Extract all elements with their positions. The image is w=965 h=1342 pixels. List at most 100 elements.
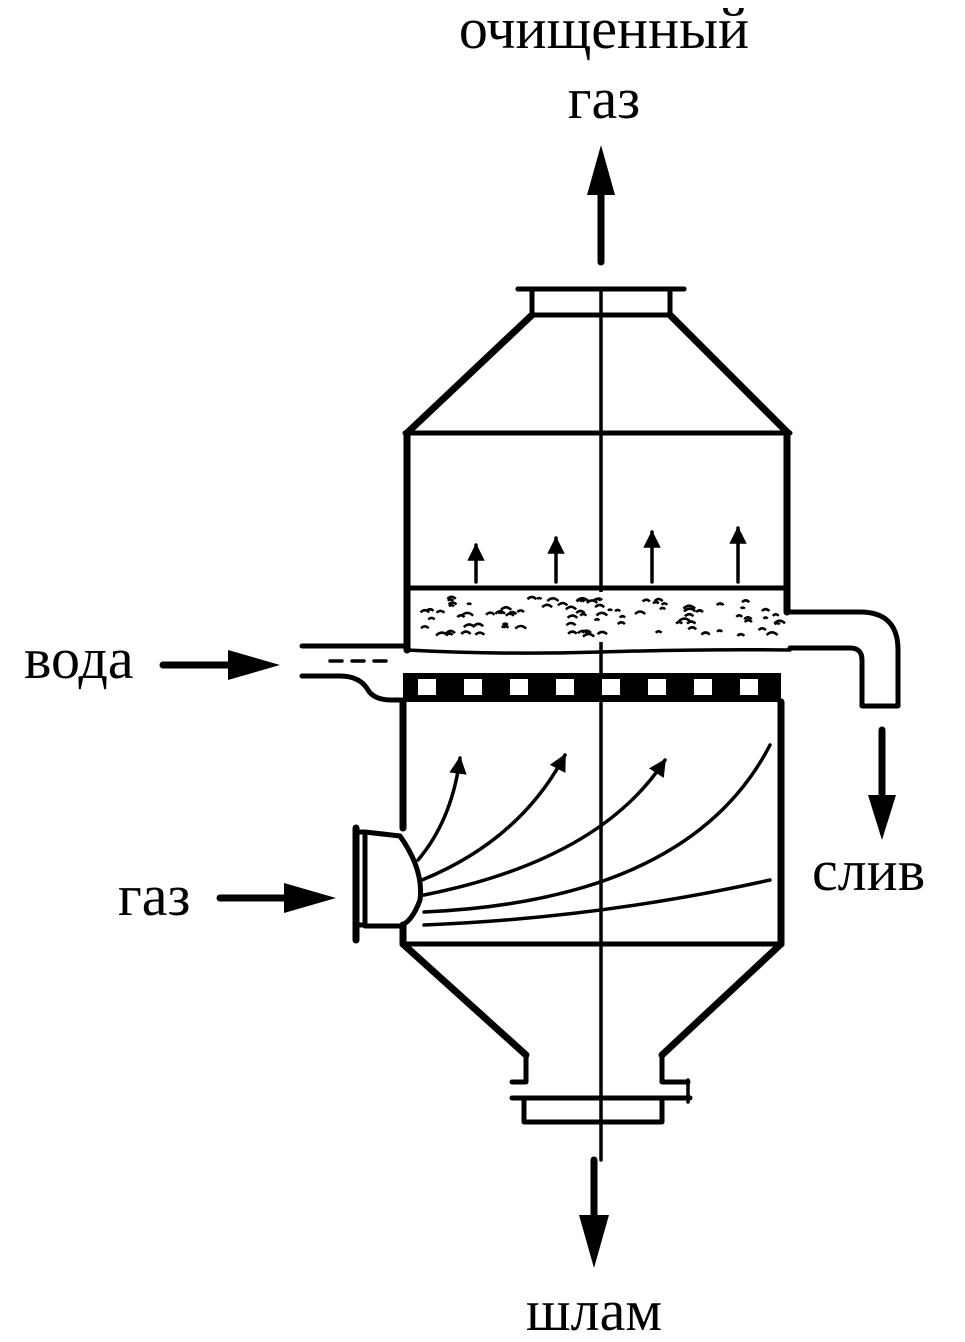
foam-bubble (514, 624, 528, 630)
foam-bubble (618, 614, 627, 619)
foam-bubble (771, 613, 780, 617)
foam-bubble (641, 598, 651, 603)
foam-bubble (743, 616, 753, 621)
foam-bubble (575, 609, 586, 615)
clean-gas-outlet-arrow (587, 145, 615, 266)
foam-bubble (695, 609, 704, 614)
foam-bubble (557, 601, 569, 607)
foam-bubble (445, 632, 454, 636)
top-cone (402, 311, 793, 437)
sieve-hole (418, 679, 436, 695)
foam-bubble (595, 611, 609, 617)
water-label: вода (24, 626, 134, 691)
foam-bubble (497, 611, 504, 615)
foam-bubble (445, 629, 456, 635)
sludge-outlet-arrow (579, 1156, 609, 1268)
foam-bubble (567, 630, 578, 635)
foam-bubble (593, 617, 601, 622)
gas-flow-curves (416, 743, 772, 927)
foam-bubble (715, 602, 725, 607)
foam-bubble (462, 623, 476, 629)
foam-bubble (684, 612, 695, 618)
foam-bubble (660, 602, 669, 606)
sludge-label: шлам (526, 1278, 662, 1342)
sieve-hole (602, 679, 620, 695)
foam-bubble (446, 595, 457, 600)
foam-bubble (466, 602, 473, 606)
foam-bubble (579, 599, 586, 603)
foam-bubble (420, 625, 430, 630)
sieve-plate (403, 673, 781, 702)
gas-inlet-label: газ (118, 863, 190, 928)
foam-bubble (500, 606, 513, 611)
foam-bubble (516, 609, 525, 614)
sieve-hole (556, 679, 574, 695)
foam-bubble (658, 606, 667, 611)
foam-bubble (760, 607, 771, 612)
gas-inlet-arrow (216, 883, 336, 913)
foam-bubble (585, 599, 599, 604)
vessel-shell (399, 429, 791, 948)
foam-bubble (654, 630, 663, 634)
foam-bubble (736, 632, 746, 637)
drain-pipe (784, 609, 901, 709)
bottom-cone (399, 940, 785, 1059)
foam-bubble (675, 620, 684, 625)
foam-layer (404, 585, 790, 642)
foam-bubble (592, 597, 602, 602)
foam-bubble (634, 610, 647, 616)
foam-bubble (576, 629, 589, 635)
foam-bubble (653, 597, 664, 602)
bottom-outlet-flange (509, 1052, 693, 1125)
foam-bubble (419, 608, 431, 614)
foam-bubble (739, 606, 746, 610)
sieve-hole (464, 679, 482, 695)
foam-bubble (456, 614, 466, 619)
foam-bubble (765, 631, 779, 637)
foam-bubble (757, 627, 767, 632)
foam-bubble (596, 630, 608, 636)
foam-bubble (616, 621, 626, 626)
foam-bubble (683, 607, 697, 613)
gas-inlet-nozzle (352, 824, 424, 944)
water-inlet-pipe (299, 643, 410, 703)
drain-arrow (868, 726, 896, 840)
foam-bubble (773, 621, 781, 626)
foam-bubble (594, 603, 606, 609)
foam-bubble (735, 614, 744, 618)
foam-bubble (716, 629, 724, 633)
foam-bubble (579, 612, 588, 617)
foam-bubble (686, 620, 697, 625)
foam-bubble (743, 618, 753, 623)
foam-bubble (700, 631, 711, 636)
foam-bubble (507, 610, 518, 616)
foam-bubble (427, 616, 436, 621)
foam-bubble (581, 629, 592, 634)
drain-label: слив (812, 838, 925, 903)
foam-bubble (682, 604, 696, 610)
sieve-hole (648, 679, 666, 695)
foam-bubble (614, 608, 622, 613)
foam-bubble (652, 600, 660, 605)
foam-bubble (501, 622, 509, 626)
foam-bubble (677, 617, 692, 623)
sieve-hole (740, 679, 758, 695)
sieve-hole (510, 679, 528, 695)
sieve-hole (694, 679, 712, 695)
foam-bubble (566, 614, 579, 619)
foam-bubble (565, 605, 578, 611)
foam-bubble (541, 603, 553, 609)
foam-bubble (446, 598, 455, 602)
foam-bubble (460, 630, 472, 635)
foam-bubble (536, 596, 543, 601)
foam-bubble (526, 595, 538, 601)
foam-bubble (565, 621, 577, 627)
foam-bubble (687, 626, 698, 631)
foam-bubble (447, 601, 458, 606)
foam-bubble (485, 611, 496, 616)
gas-flow-arrows-upper (467, 526, 747, 584)
foam-bubble (607, 608, 614, 612)
clean-gas-label-line1: очищенный (459, 0, 749, 61)
foam-bubble (582, 632, 596, 638)
